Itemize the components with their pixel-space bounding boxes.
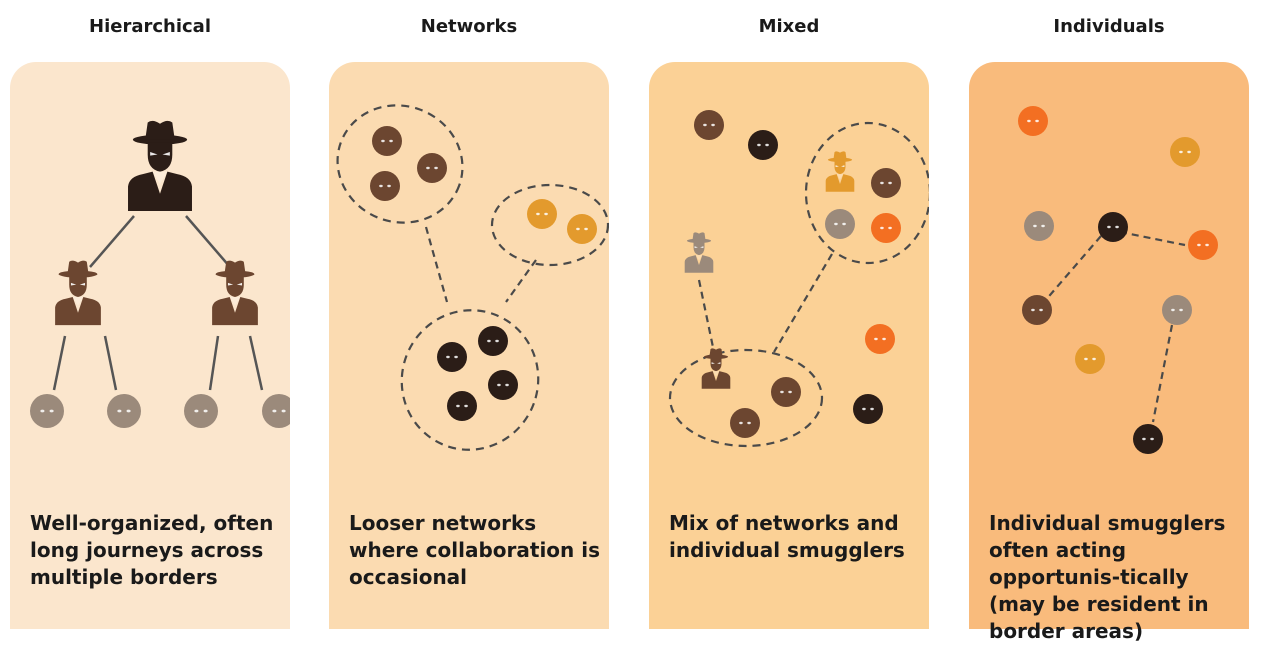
network-ring [400, 309, 540, 451]
smuggler-dot-icon [1075, 344, 1105, 374]
smuggler-dot-icon [853, 394, 883, 424]
column-title-individuals: Individuals [1053, 16, 1165, 37]
column-title-networks: Networks [420, 16, 518, 37]
dashed-connector [1043, 235, 1102, 303]
dashed-connector [505, 259, 537, 303]
connector-line [248, 335, 264, 391]
smuggler-dot-icon [262, 394, 290, 428]
smuggler-dot-icon [865, 324, 895, 354]
smuggler-dot-icon [527, 199, 557, 229]
smuggler-dot-icon [1018, 106, 1048, 136]
connector-line [208, 335, 220, 391]
smuggler-dot-icon [567, 214, 597, 244]
smuggler-dot-icon [1188, 230, 1218, 260]
smuggler-dot-icon [730, 408, 760, 438]
smuggler-dot-icon [871, 213, 901, 243]
connector-line [103, 335, 118, 391]
dashed-connector [773, 253, 833, 353]
dashed-connector [1119, 230, 1186, 247]
network-ring [668, 348, 824, 448]
smuggler-dot-icon [184, 394, 218, 428]
dashed-connector [424, 226, 449, 303]
smuggler-dot-icon [871, 168, 901, 198]
panel-mixed: Mix of networks and individual smugglers [649, 62, 929, 629]
smuggler-dot-icon [1022, 295, 1052, 325]
smuggler-dot-icon [107, 394, 141, 428]
networks-diagram [336, 104, 609, 451]
smuggler-dot-icon [825, 209, 855, 239]
smuggler-figure-icon [55, 260, 101, 326]
description-individuals: Individual smugglers often acting opport… [989, 511, 1226, 643]
smuggler-dot-icon [30, 394, 64, 428]
network-ring [336, 104, 464, 224]
network-ring [804, 121, 929, 265]
smuggler-dot-icon [694, 110, 724, 140]
column-title-hierarchical: Hierarchical [89, 16, 211, 37]
smuggler-dot-icon [1162, 295, 1192, 325]
smuggler-dot-icon [372, 126, 402, 156]
smuggler-dot-icon [1170, 137, 1200, 167]
smuggler-figure-icon [684, 232, 714, 273]
smuggler-dot-icon [370, 171, 400, 201]
smuggler-dot-icon [1024, 211, 1054, 241]
smuggler-figure-icon [212, 260, 258, 326]
column-title-mixed: Mixed [758, 16, 820, 37]
smuggler-dot-icon [1098, 212, 1128, 242]
smuggler-dot-icon [771, 377, 801, 407]
smuggler-dot-icon [447, 391, 477, 421]
description-mixed: Mix of networks and individual smugglers [669, 511, 905, 562]
panel-hierarchical: Well-organized, often long journeys acro… [10, 62, 290, 629]
description-networks: Looser networks where collaboration is o… [349, 511, 601, 589]
smuggler-dot-icon [748, 130, 778, 160]
individuals-diagram [1018, 106, 1218, 454]
smuggler-figure-icon [825, 151, 855, 192]
connector-line [89, 215, 135, 268]
smuggler-dot-icon [488, 370, 518, 400]
dashed-connector [1151, 324, 1174, 423]
network-ring [490, 183, 609, 267]
hierarchical-diagram [30, 120, 290, 428]
panel-networks: Looser networks where collaboration is o… [329, 62, 609, 629]
connector-line [52, 335, 67, 391]
smuggler-dot-icon [437, 342, 467, 372]
connector-line [185, 215, 231, 268]
dashed-connector [697, 279, 716, 353]
smuggler-dot-icon [1133, 424, 1163, 454]
smuggler-leader-icon [128, 120, 192, 212]
mixed-diagram [668, 110, 929, 448]
description-hierarchical: Well-organized, often long journeys acro… [30, 511, 274, 589]
panel-individuals: Individual smugglers often acting opport… [969, 62, 1249, 643]
smuggler-dot-icon [478, 326, 508, 356]
smuggler-dot-icon [417, 153, 447, 183]
smuggler-figure-icon [701, 348, 731, 389]
